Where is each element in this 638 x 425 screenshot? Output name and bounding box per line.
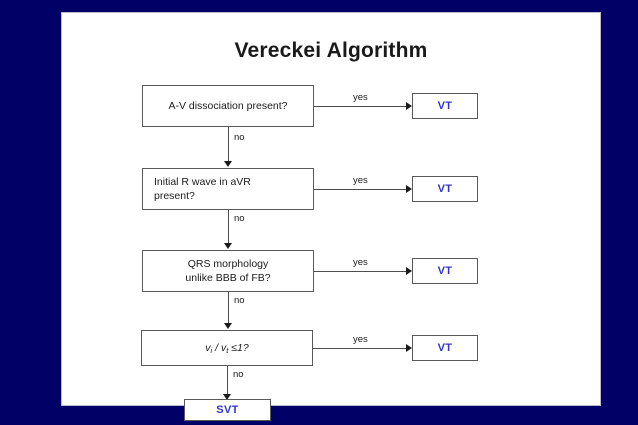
slide-canvas: Vereckei Algorithm A-V dissociation pres…	[62, 13, 600, 421]
edge-d2-yes-arrowhead	[406, 185, 412, 193]
decision-node-vi-vt-ratio-label: vi / vt ≤1?	[205, 341, 249, 355]
edge-d4-no-arrowhead	[223, 394, 231, 400]
edge-label-d4-no: no	[233, 369, 244, 380]
ratio-denominator-subscript: t	[226, 345, 229, 355]
ratio-numerator: v	[205, 341, 211, 354]
decision-node-qrs-morphology[interactable]: QRS morphology unlike BBB of FB?	[142, 250, 314, 292]
edge-d3-no-line	[228, 292, 229, 325]
terminal-node-vt-1[interactable]: VT	[412, 93, 478, 119]
edge-d4-no-line	[227, 366, 228, 396]
edge-label-d4-yes: yes	[353, 334, 368, 345]
terminal-node-vt-3-label: VT	[437, 265, 453, 277]
ratio-comparator: ≤1?	[231, 341, 249, 354]
decision-node-initial-r-wave-line-2: present?	[154, 190, 195, 202]
edge-label-d1-yes: yes	[353, 92, 368, 103]
ratio-denominator: v	[220, 341, 227, 354]
edge-d3-yes-arrowhead	[406, 267, 412, 275]
edge-d2-no-arrowhead	[224, 243, 232, 249]
decision-node-qrs-morphology-line-2: unlike BBB of FB?	[185, 272, 271, 284]
decision-node-initial-r-wave[interactable]: Initial R wave in aVR present?	[142, 168, 314, 210]
edge-d2-yes-line	[314, 189, 408, 190]
decision-node-av-dissociation[interactable]: A-V dissociation present?	[142, 85, 314, 127]
page-title: Vereckei Algorithm	[234, 39, 428, 62]
edge-d4-yes-arrowhead	[406, 344, 412, 352]
edge-label-d3-no: no	[234, 295, 245, 306]
edge-d3-yes-line	[314, 271, 408, 272]
terminal-node-svt[interactable]: SVT	[184, 399, 271, 421]
edge-d1-no-line	[228, 127, 229, 163]
terminal-node-vt-3[interactable]: VT	[412, 258, 478, 284]
edge-d1-yes-line	[314, 106, 408, 107]
edge-label-d2-yes: yes	[353, 175, 368, 186]
terminal-node-svt-label: SVT	[216, 404, 239, 416]
ratio-numerator-subscript: i	[210, 345, 213, 355]
decision-node-av-dissociation-label: A-V dissociation present?	[168, 99, 288, 112]
decision-node-qrs-morphology-line-1: QRS morphology	[187, 257, 269, 270]
edge-d4-yes-line	[313, 348, 408, 349]
edge-d3-no-arrowhead	[224, 323, 232, 329]
terminal-node-vt-4[interactable]: VT	[412, 335, 478, 361]
terminal-node-vt-2-label: VT	[437, 183, 453, 195]
edge-label-d1-no: no	[234, 132, 245, 143]
edge-label-d2-no: no	[234, 213, 245, 224]
decision-node-initial-r-wave-line-1: Initial R wave in aVR	[154, 175, 251, 188]
terminal-node-vt-2[interactable]: VT	[412, 176, 478, 202]
decision-node-vi-vt-ratio[interactable]: vi / vt ≤1?	[141, 330, 313, 366]
terminal-node-vt-4-label: VT	[437, 342, 453, 354]
edge-d1-yes-arrowhead	[406, 102, 412, 110]
edge-d1-no-arrowhead	[224, 161, 232, 167]
terminal-node-vt-1-label: VT	[437, 100, 453, 112]
edge-d2-no-line	[228, 210, 229, 245]
edge-label-d3-yes: yes	[353, 257, 368, 268]
